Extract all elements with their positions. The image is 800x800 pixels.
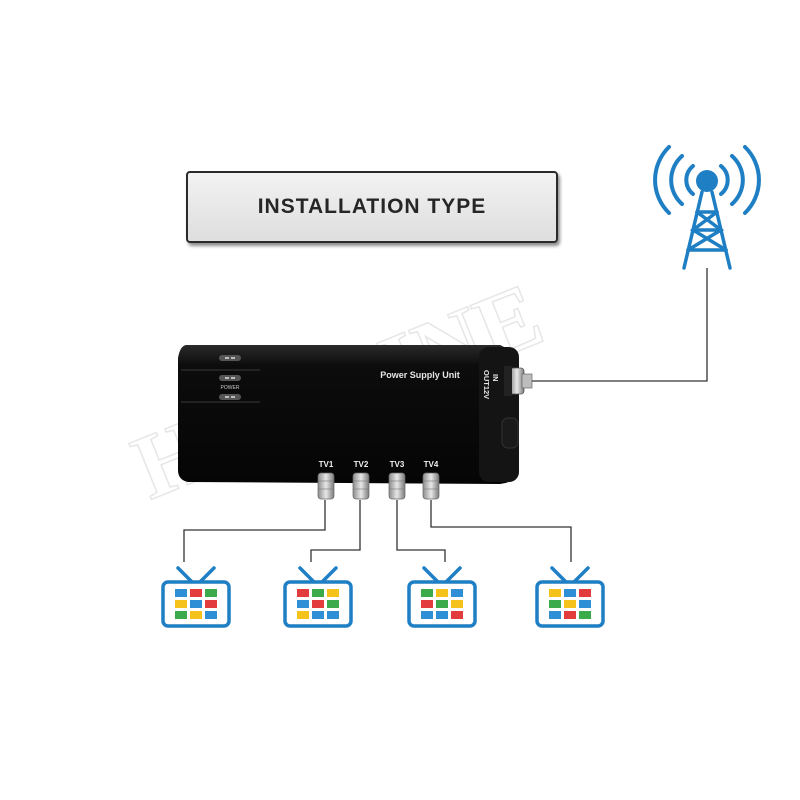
- tv-tile: [421, 600, 433, 608]
- tv-icon: [407, 566, 477, 628]
- tv-tile: [579, 589, 591, 597]
- output-label-tv1: TV1: [319, 460, 334, 469]
- tv4-cable: [430, 500, 572, 562]
- tv-antenna: [176, 566, 216, 584]
- tv-tile: [564, 589, 576, 597]
- tv-tile: [312, 589, 324, 597]
- tv-icon: [535, 566, 605, 628]
- tv-tile: [436, 600, 448, 608]
- page-title: INSTALLATION TYPE: [257, 195, 487, 218]
- tv-tile: [564, 611, 576, 619]
- dc-jack: [501, 417, 519, 449]
- power-label: POWER: [221, 385, 240, 391]
- tv-antenna: [550, 566, 590, 584]
- tv-tile: [205, 600, 217, 608]
- tv3-cable: [396, 500, 446, 562]
- tv-tile: [327, 589, 339, 597]
- tv-tile: [175, 600, 187, 608]
- tv-tile: [451, 600, 463, 608]
- tv-tile: [549, 600, 561, 608]
- tv-antenna: [422, 566, 462, 584]
- tv-group: [161, 566, 605, 628]
- antenna-cable: [532, 268, 708, 382]
- tv-antenna: [298, 566, 338, 584]
- output-connector-tv1: [317, 472, 335, 500]
- tv-tile: [312, 600, 324, 608]
- tv-tile: [549, 589, 561, 597]
- tv-tile: [190, 600, 202, 608]
- tv-icon: [283, 566, 353, 628]
- tv-tile: [205, 589, 217, 597]
- antenna-tower-icon: [653, 145, 761, 270]
- tv-tile: [312, 611, 324, 619]
- tv-tile: [175, 589, 187, 597]
- tv-tile: [175, 611, 187, 619]
- tv-tile: [451, 611, 463, 619]
- tv-tile: [327, 600, 339, 608]
- tv-tile: [579, 600, 591, 608]
- tv-icon: [161, 566, 231, 628]
- tv-tile: [190, 589, 202, 597]
- tv-tile: [190, 611, 202, 619]
- tv-tile: [549, 611, 561, 619]
- tv-tile: [327, 611, 339, 619]
- tv-tile: [205, 611, 217, 619]
- tv-tile: [421, 589, 433, 597]
- output-label-tv4: TV4: [424, 460, 439, 469]
- led-indicator: [219, 394, 241, 400]
- device-label: Power Supply Unit: [380, 370, 460, 380]
- input-connector: [504, 366, 533, 396]
- tv-tile: [564, 600, 576, 608]
- tv1-cable: [183, 500, 326, 562]
- power-supply-unit: POWER Power Supply Unit OUT12V IN TV1 TV…: [178, 345, 533, 500]
- tv-tile: [421, 611, 433, 619]
- output-connector-tv4: [422, 472, 440, 500]
- tv-tile: [297, 589, 309, 597]
- tv-tile: [451, 589, 463, 597]
- output-label-tv3: TV3: [390, 460, 405, 469]
- tv-tile: [579, 611, 591, 619]
- connection-lines: [183, 268, 708, 562]
- title-box: INSTALLATION TYPE: [186, 171, 558, 243]
- led-indicator: [219, 355, 241, 361]
- tv-tile: [297, 611, 309, 619]
- port-in-label: IN: [491, 374, 500, 382]
- led-indicator: [219, 375, 241, 381]
- tv-tile: [436, 611, 448, 619]
- tv-tile: [436, 589, 448, 597]
- output-connector-tv3: [388, 472, 406, 500]
- output-label-tv2: TV2: [354, 460, 369, 469]
- port-out-label: OUT12V: [482, 370, 491, 399]
- output-connector-tv2: [352, 472, 370, 500]
- tv-tile: [297, 600, 309, 608]
- tv2-cable: [310, 500, 361, 562]
